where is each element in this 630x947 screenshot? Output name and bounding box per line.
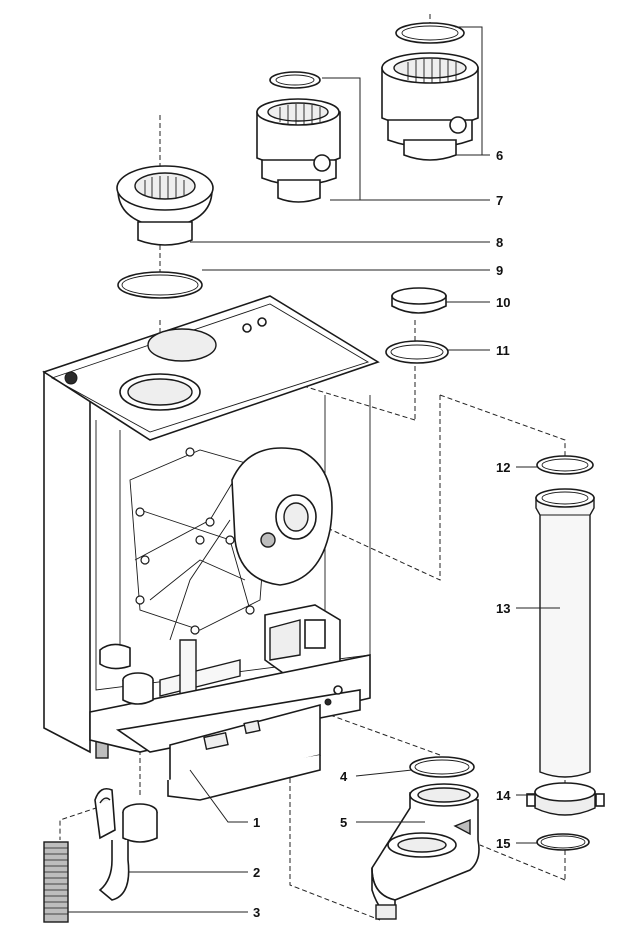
- callout-2: 2: [253, 865, 260, 880]
- callout-9: 9: [496, 263, 503, 278]
- callout-13: 13: [496, 601, 510, 616]
- flue-bend-adaptor: [371, 783, 480, 920]
- callout-11: 11: [496, 343, 510, 358]
- callout-4: 4: [340, 769, 348, 784]
- condensate-trap: [94, 787, 158, 901]
- callout-8: 8: [496, 235, 503, 250]
- flue-sleeve-and-seal: [385, 287, 449, 364]
- callout-3: 3: [253, 905, 260, 920]
- callout-12: 12: [496, 460, 510, 475]
- callout-7: 7: [496, 193, 503, 208]
- flue-turret: [116, 165, 214, 246]
- callout-5: 5: [340, 815, 347, 830]
- flue-adaptor-medium: [256, 71, 341, 203]
- callout-15: 15: [496, 836, 510, 851]
- callout-14: 14: [496, 788, 511, 803]
- condensate-hose: [43, 841, 69, 923]
- large-o-ring: [117, 271, 203, 299]
- callout-labels: 1 2 3 4 5 6 7 8 9 10 11 12 13 14 15: [253, 148, 511, 920]
- flue-adaptor-large: [381, 22, 479, 161]
- callout-10: 10: [496, 295, 510, 310]
- leader-lines: [68, 26, 560, 913]
- callout-6: 6: [496, 148, 503, 163]
- callout-1: 1: [253, 815, 260, 830]
- boiler-body: [42, 295, 380, 801]
- flue-extension-pipe: [526, 455, 605, 851]
- flue-bend-seal: [409, 756, 475, 778]
